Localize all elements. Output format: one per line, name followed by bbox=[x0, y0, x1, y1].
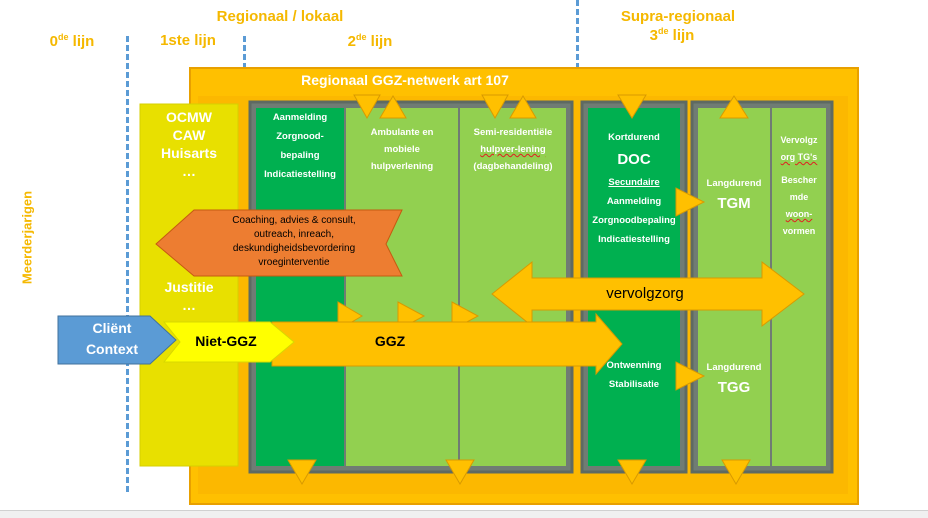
arrow-right-doc-tgg bbox=[675, 361, 706, 391]
arrow-right-doc-tgm bbox=[675, 187, 706, 217]
lijn3-num: 3 bbox=[649, 27, 658, 44]
tgg-title: TGG bbox=[717, 379, 751, 396]
niet-ggz-arrow bbox=[162, 321, 295, 363]
arrow-up-tgm bbox=[719, 95, 749, 119]
vervolg-l3: Bescher bbox=[781, 175, 817, 185]
vervolg-l1: Vervolgz bbox=[780, 135, 818, 145]
tgg-block: Langdurend TGG bbox=[698, 358, 770, 399]
coaching-line-1: Coaching, advies & consult, bbox=[232, 215, 356, 226]
arrow-down-bottom-3 bbox=[617, 459, 647, 485]
arrow-up-semi bbox=[509, 95, 537, 119]
col1-line-1: Aanmelding bbox=[272, 112, 328, 123]
coaching-line-4: vroeginterventie bbox=[258, 257, 330, 268]
justitie-dots: … bbox=[182, 297, 196, 313]
ggz-label: GGZ bbox=[374, 333, 406, 349]
arrow-down-bottom-1 bbox=[287, 459, 317, 485]
first-line-item-dots: … bbox=[182, 163, 196, 179]
vervolg-l2: org TG's bbox=[780, 152, 818, 162]
lijn0-num: 0 bbox=[49, 33, 58, 50]
coaching-text: Coaching, advies & consult, outreach, in… bbox=[196, 214, 392, 270]
arrow-down-aanmelding bbox=[353, 94, 381, 120]
divider-0-1 bbox=[126, 36, 129, 492]
network-title: Regionaal GGZ-netwerk art 107 bbox=[301, 72, 509, 88]
arrow-down-semi bbox=[481, 94, 509, 120]
lijn2-num: 2 bbox=[347, 33, 356, 50]
column-ambulant-text: Ambulante en mobiele hulpverlening bbox=[346, 124, 458, 175]
header-2de-lijn: 2de lijn bbox=[330, 32, 410, 50]
col3-line-3: (dagbehandeling) bbox=[473, 161, 553, 172]
arrow-down-bottom-4 bbox=[721, 459, 751, 485]
vervolg-l5: woon- bbox=[785, 209, 813, 219]
arrow-down-bottom-2 bbox=[445, 459, 475, 485]
header-3de-lijn: 3de lijn bbox=[632, 26, 712, 44]
lijn0-sup: de bbox=[57, 32, 69, 42]
doc-top-label: Kortdurend bbox=[608, 132, 660, 143]
context-label: Context bbox=[85, 341, 139, 357]
col2-line-3: hulpverlening bbox=[370, 161, 434, 172]
doc-item-3: Indicatiestelling bbox=[598, 234, 670, 245]
lijn0-txt: lijn bbox=[68, 33, 95, 50]
col2-line-1: Ambulante en bbox=[370, 127, 434, 138]
client-label: Cliënt bbox=[92, 320, 132, 336]
bottom-edge bbox=[0, 510, 928, 518]
justitie-label: Justitie bbox=[164, 279, 214, 295]
first-line-item-huisarts: Huisarts bbox=[160, 145, 218, 161]
col3-line-2: hulpver-lening bbox=[480, 144, 546, 155]
doc-bottom-text: Ontwenning Stabilisatie bbox=[588, 356, 680, 394]
client-context-arrow bbox=[57, 315, 177, 365]
column-aanmelding bbox=[256, 108, 344, 466]
first-line-item-caw: CAW bbox=[172, 127, 206, 143]
lijn3-sup: de bbox=[657, 26, 669, 36]
vervolg-l6: vormen bbox=[782, 226, 816, 236]
doc-title: DOC bbox=[617, 151, 651, 168]
doc-sub: Secundaire bbox=[608, 177, 660, 188]
header-0de-lijn: 0de lijn bbox=[32, 32, 112, 50]
column-aanmelding-text: Aanmelding Zorgnood- bepaling Indicaties… bbox=[256, 108, 344, 184]
vervolgzorg-label: vervolgzorg bbox=[606, 285, 684, 302]
header-regionaal-lokaal: Regionaal / lokaal bbox=[216, 8, 344, 25]
column-ambulant bbox=[346, 108, 458, 466]
column-semi-text: Semi-residentiële hulpver-lening (dagbeh… bbox=[460, 124, 566, 175]
header-1ste-lijn: 1ste lijn bbox=[160, 32, 216, 49]
doc-item-2: Zorgnoodbepaling bbox=[592, 215, 676, 226]
arrow-up-ambulant bbox=[379, 95, 407, 119]
lijn2-sup: de bbox=[355, 32, 367, 42]
col3-line-1: Semi-residentiële bbox=[473, 127, 553, 138]
header-supra-regionaal: Supra-regionaal bbox=[620, 8, 736, 25]
col2-line-2: mobiele bbox=[384, 144, 420, 155]
col1-line-4: Indicatiestelling bbox=[264, 169, 336, 180]
tgm-label: Langdurend bbox=[706, 178, 762, 189]
lijn3-txt: lijn bbox=[668, 27, 695, 44]
vervolg-column-text: Vervolgz org TG's Bescher mde woon- vorm… bbox=[772, 132, 826, 240]
coaching-line-2: outreach, inreach, bbox=[253, 229, 335, 240]
tgm-block: Langdurend TGM bbox=[698, 174, 770, 215]
tgm-title: TGM bbox=[717, 195, 751, 212]
doc-bottom-1: Ontwenning bbox=[606, 360, 662, 371]
ggz-arrow bbox=[271, 312, 623, 376]
lijn2-txt: lijn bbox=[366, 33, 393, 50]
col1-line-2: Zorgnood- bbox=[276, 131, 324, 142]
niet-ggz-label: Niet-GGZ bbox=[195, 333, 257, 349]
client-context-label: Cliënt Context bbox=[64, 318, 160, 360]
first-line-column bbox=[139, 103, 239, 467]
col1-line-3: bepaling bbox=[280, 150, 320, 161]
first-line-justitie: Justitie … bbox=[140, 278, 238, 314]
vervolg-l4: mde bbox=[789, 192, 809, 202]
first-line-item-ocmw: OCMW bbox=[166, 109, 212, 125]
doc-bottom-2: Stabilisatie bbox=[608, 379, 660, 390]
tgg-label: Langdurend bbox=[706, 362, 762, 373]
coaching-line-3: deskundigheidsbevordering bbox=[232, 243, 356, 254]
arrow-down-doc bbox=[617, 94, 647, 119]
coaching-arrow bbox=[155, 209, 403, 277]
doc-item-1: Aanmelding bbox=[606, 196, 662, 207]
first-line-list: OCMW CAW Huisarts … bbox=[140, 108, 238, 180]
vervolgzorg-arrow bbox=[491, 260, 805, 328]
column-doc-text: Kortdurend DOC Secundaire Aanmelding Zor… bbox=[588, 128, 680, 249]
